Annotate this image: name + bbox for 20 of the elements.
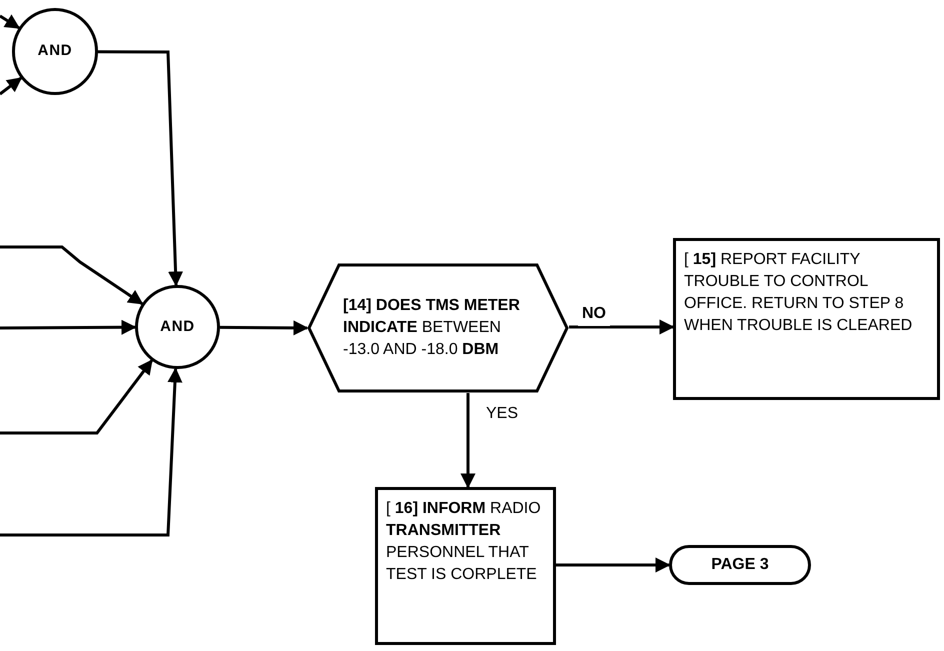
arrow [98, 50, 184, 287]
arrow [460, 393, 476, 488]
arrow [0, 320, 136, 335]
terminal-label: PAGE 3 [711, 555, 769, 575]
arrow [569, 320, 674, 334]
arrow [556, 558, 670, 572]
step-text: [ 16] INFORM RADIO TRANSMITTER PERSONNEL THAT TEST IS CORPLETE [386, 499, 542, 585]
arrow [0, 76, 22, 96]
arrow [0, 14, 20, 30]
step-text: [14] DOES TMS METER INDICATE BETWEEN -13.0 AND -18.0 DBM [343, 296, 521, 360]
arrow [0, 246, 144, 305]
decision-hexagon [307, 263, 569, 393]
process-box [375, 487, 556, 645]
process-box [673, 238, 940, 400]
arrow [0, 367, 182, 536]
arrow [0, 359, 153, 434]
step-text: [ 15] REPORT FACILITY TROUBLE TO CONTROL OFFICE. RETURN TO STEP 8 WHEN TROUBLE IS CLEARED [684, 250, 914, 336]
arrow [220, 320, 308, 336]
gate-label: AND [160, 316, 195, 337]
gate-label: AND [38, 41, 72, 62]
